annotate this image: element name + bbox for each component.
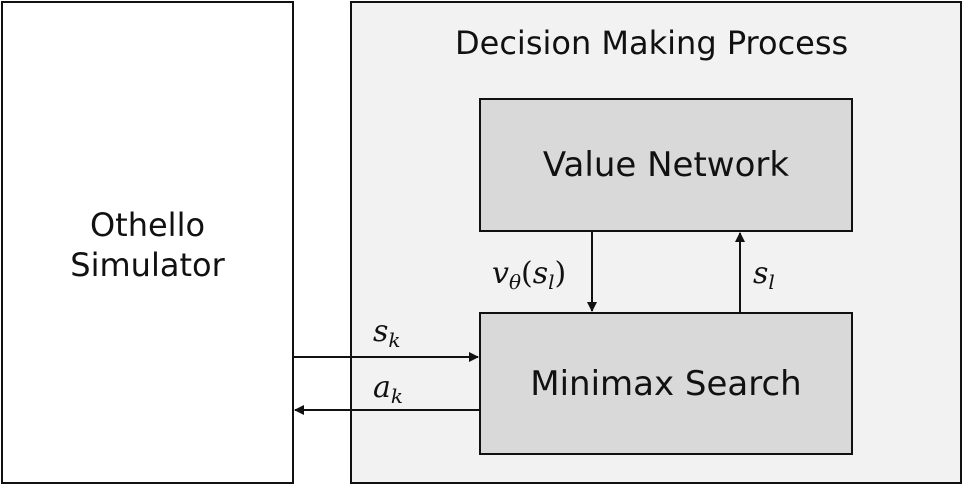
value-output-close-paren: ) — [554, 256, 567, 291]
state-query-label: sl — [753, 256, 775, 294]
value-network-label: Value Network — [542, 145, 790, 185]
value-output-theta: θ — [508, 270, 521, 294]
value-output-label: vθ(sl) — [492, 256, 566, 294]
othello-simulator-label: Othello Simulator — [1, 190, 294, 300]
state-in-label: sk — [373, 314, 401, 352]
value-network-box — [479, 98, 853, 232]
state-query-sub: l — [768, 270, 775, 294]
value-output-base: v — [492, 256, 509, 291]
state-query-base: s — [753, 256, 769, 291]
value-output-arg: s — [532, 256, 549, 291]
minimax-search-label: Minimax Search — [530, 363, 802, 404]
action-out-label: ak — [373, 370, 403, 408]
action-out-sub: k — [390, 384, 404, 408]
state-in-sub: k — [388, 328, 401, 352]
decision-making-process-title: Decision Making Process — [455, 24, 849, 62]
minimax-search-box — [479, 312, 853, 455]
simulator-label-line-2: Simulator — [70, 246, 225, 284]
action-out-base: a — [373, 370, 391, 405]
value-output-open-paren: ( — [521, 256, 533, 291]
value-output-arg-sub: l — [548, 270, 555, 294]
state-in-base: s — [373, 314, 389, 349]
simulator-label-line-1: Othello — [89, 206, 206, 244]
othello-simulator-box — [1, 1, 294, 484]
